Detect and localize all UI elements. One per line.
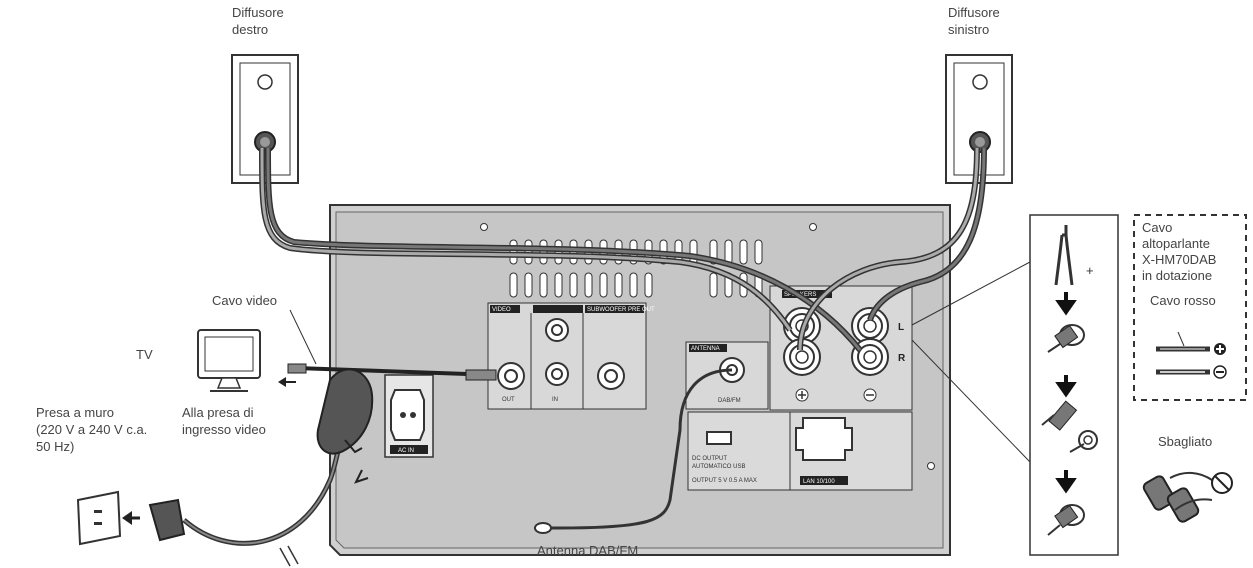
svg-text:AUTOMATICO USB: AUTOMATICO USB — [692, 464, 745, 470]
svg-text:DC OUTPUT: DC OUTPUT — [692, 456, 727, 462]
svg-text:LAN 10/100: LAN 10/100 — [803, 479, 835, 485]
speaker-terminal-right-plus[interactable] — [783, 338, 821, 376]
step-arrow-icon — [1055, 470, 1077, 494]
red-cable-icon — [1156, 331, 1210, 352]
tv-arrow-icon — [278, 377, 296, 387]
step-arrow-icon — [1055, 292, 1077, 316]
usb-port[interactable] — [706, 431, 732, 445]
svg-text:OUT: OUT — [502, 397, 515, 403]
wall-outlet-icon — [76, 490, 122, 546]
step-arrow-icon — [1055, 375, 1077, 398]
ac-in-socket[interactable]: AC IN — [384, 374, 434, 458]
plus-terminal-icon — [1214, 343, 1226, 355]
svg-text:ANTENNA: ANTENNA — [691, 346, 720, 352]
video-cable — [287, 309, 497, 381]
speaker-cable-info-box — [1133, 214, 1247, 401]
right-speaker-icon — [945, 54, 1013, 184]
plug-arrow-icon — [122, 511, 140, 525]
terminal-step-1-icon — [1047, 324, 1085, 353]
channel-l-label: L — [898, 322, 904, 333]
tv-label: TV — [136, 347, 153, 362]
terminal-step-3-icon — [1047, 504, 1085, 536]
svg-text:IN: IN — [552, 397, 558, 403]
video-cable-label: Cavo video — [212, 293, 278, 308]
wrong-connection-icon — [1142, 472, 1233, 523]
av-connector-block: VIDEO SUBWOOFER PRE OUT OUT IN — [487, 302, 655, 410]
lan-port[interactable] — [795, 417, 853, 461]
svg-text:OUTPUT 5 V 0.5 A MAX: OUTPUT 5 V 0.5 A MAX — [692, 478, 757, 484]
antenna-connector-block: ANTENNA DAB/FM — [685, 341, 769, 410]
plus-polarity-icon — [795, 388, 809, 402]
svg-text:VIDEO: VIDEO — [492, 307, 511, 313]
svg-text:AC IN: AC IN — [398, 448, 414, 454]
power-plug-icon — [148, 368, 374, 567]
minus-polarity-icon — [863, 388, 877, 402]
channel-r-label: R — [898, 353, 906, 364]
left-speaker-cable — [259, 147, 863, 352]
usb-lan-block: DC OUTPUT AUTOMATICO USB OUTPUT 5 V 0.5 … — [687, 411, 913, 491]
wrong-label: Sbagliato — [1158, 434, 1213, 449]
svg-text:DAB/FM: DAB/FM — [718, 398, 741, 404]
right-speaker-cable — [797, 147, 987, 351]
wall-outlet-label: Presa a muro(220 V a 240 V c.a.50 Hz) — [36, 405, 148, 454]
terminal-step-2-icon — [1041, 400, 1098, 453]
speaker-terminal-block: SPEAKERS L R — [769, 285, 913, 411]
tv-icon — [197, 329, 261, 392]
speaker-wire-instruction-panel: + — [911, 214, 1119, 556]
antenna-cable — [534, 368, 733, 534]
svg-text:SUBWOOFER PRE OUT: SUBWOOFER PRE OUT — [587, 307, 655, 313]
red-cable-label: Cavo rosso — [1150, 293, 1216, 308]
plus-sign: + — [1086, 263, 1094, 278]
minus-terminal-icon — [1213, 365, 1227, 379]
antenna-label: Antenna DAB/FM — [537, 543, 639, 558]
